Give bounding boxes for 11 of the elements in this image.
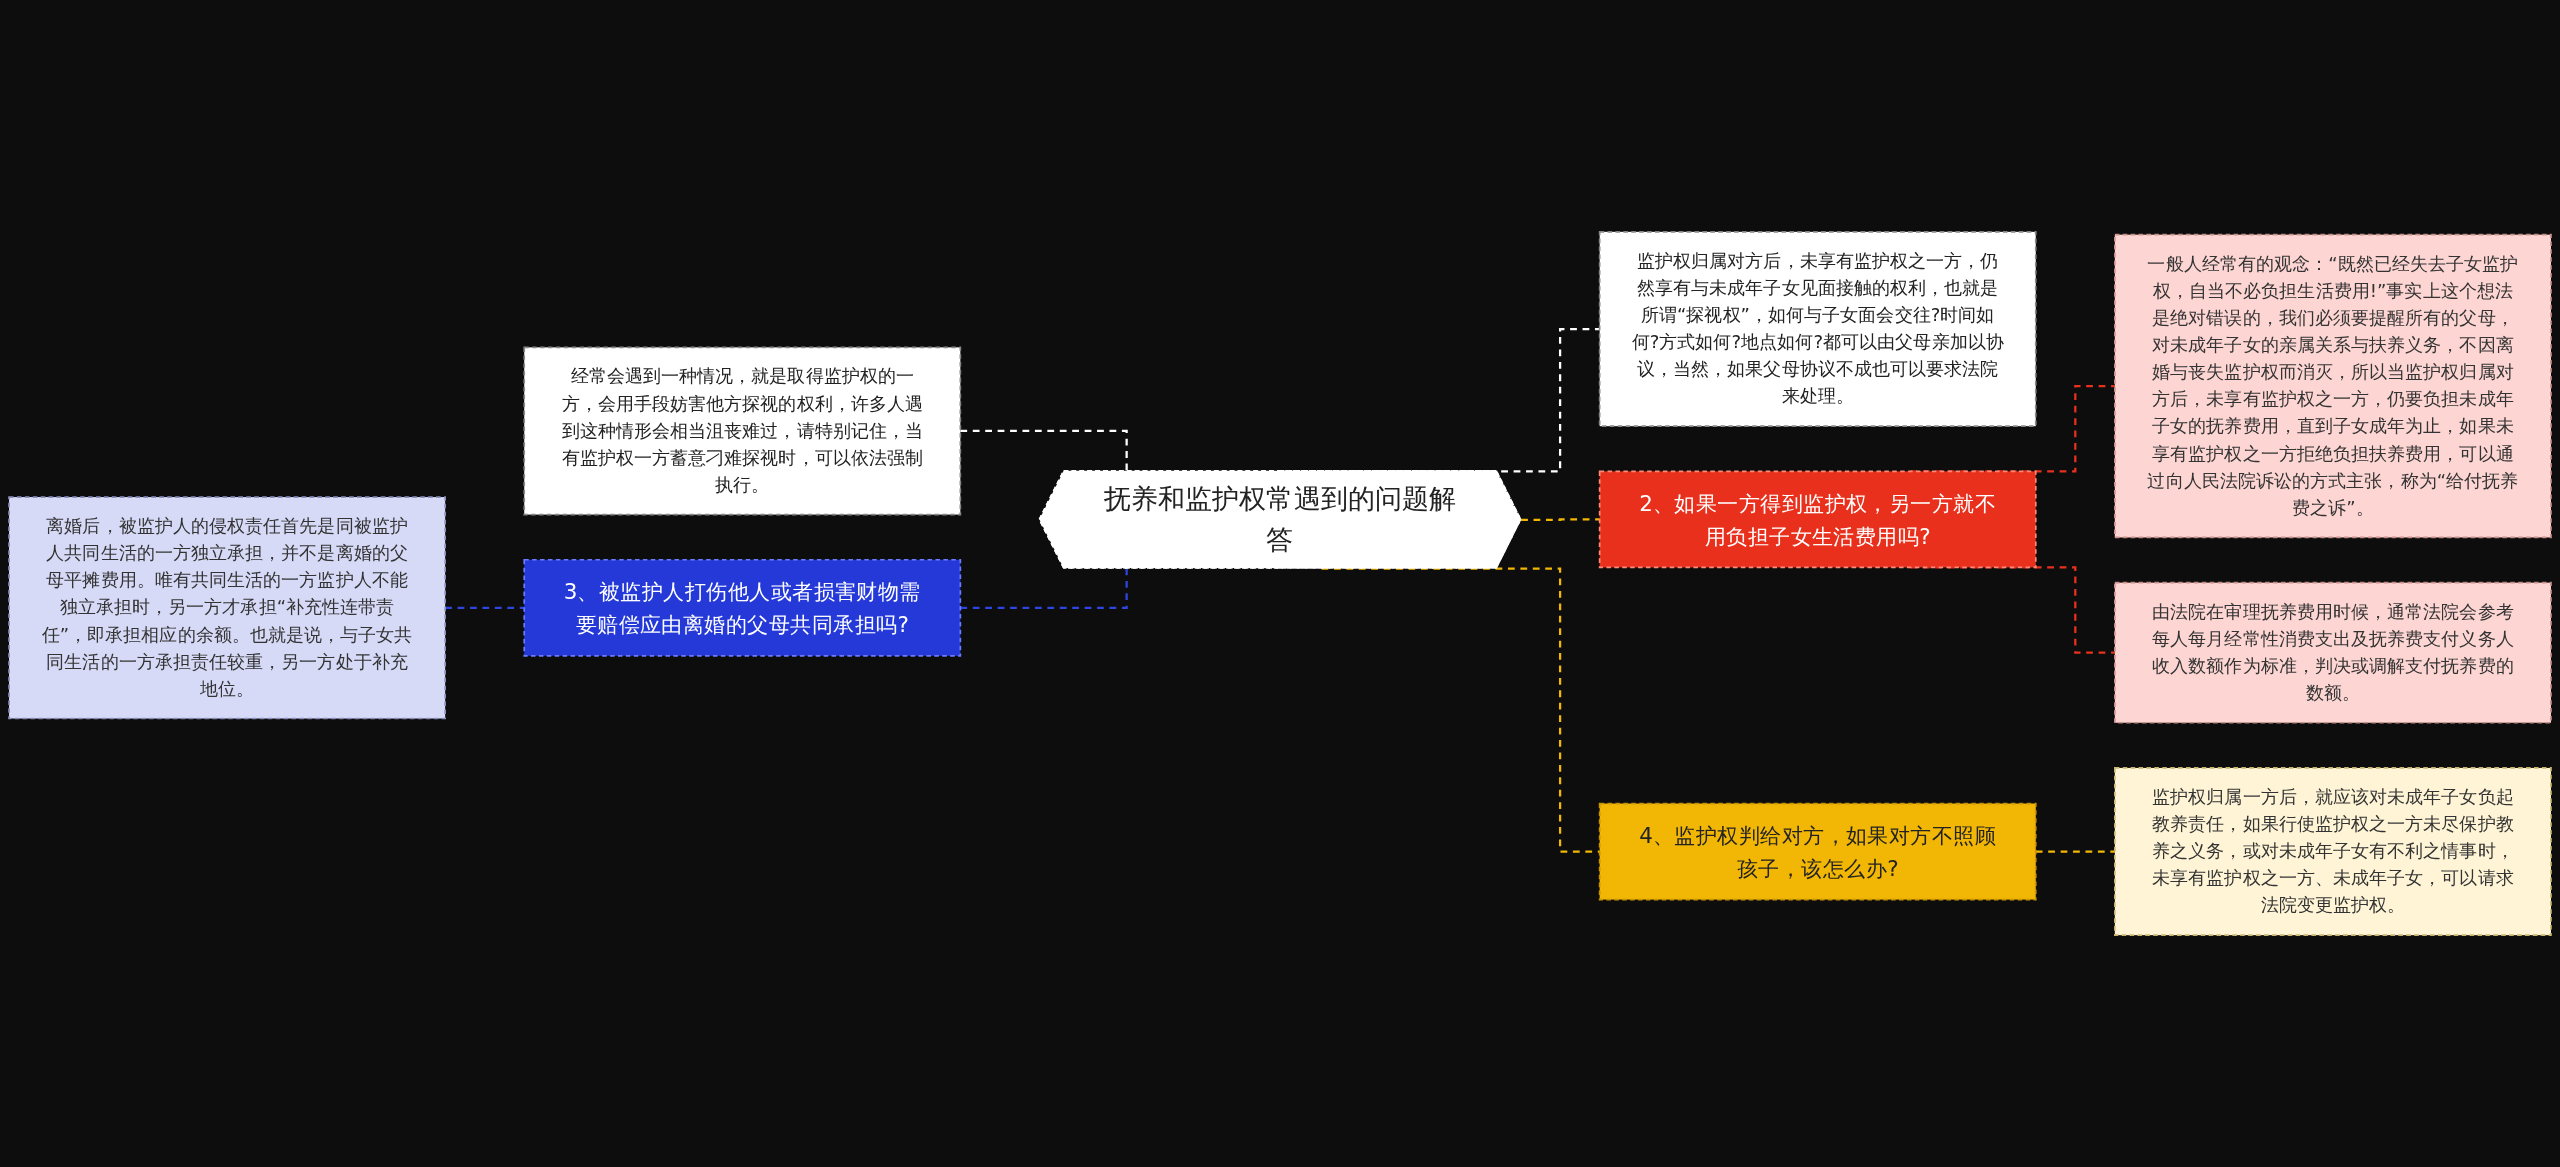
node-box: 3、被监护人打伤他人或者损害财物需要赔偿应由离婚的父母共同承担吗? bbox=[523, 558, 962, 657]
node-box: 监护权归属一方后，就应该对未成年子女负起教养责任，如果行使监护权之一方未尽保护教养之义务，或对未成年子女有不利之情事时，未享有监护权之一方、未成年子女，可以请求法院变更监护权。 bbox=[2114, 767, 2552, 936]
connector bbox=[960, 429, 1128, 472]
node-box: 一般人经常有的观念：“既然已经失去子女监护权，自当不必负担生活费用!”事实上这个想法是绝对错误的，我们必须要提醒所有的父母，对未成年子女的亲属关系与扶养义务，不因离婚与丧失监护权而消灭，所以当监护权归属对方后，未享有监护权之一方，仍要负担未成年子女的抚养费用，直到子女成年为止，如果未享有监护权之一方拒绝负担扶养费用，可以通过向人民法院诉讼的方式主张，称为“给付抚养费之诉”。 bbox=[2114, 233, 2552, 539]
node-box: 离婚后，被监护人的侵权责任首先是同被监护人共同生活的一方独立承担，并不是离婚的父母平摊费用。唯有共同生活的一方监护人不能独立承担时，另一方才承担“补充性连带责任”，即承担相应的余额。也就是说，与子女共同生活的一方承担责任较重，另一方处于补充地位。 bbox=[8, 496, 446, 720]
node-box: 经常会遇到一种情况，就是取得监护权的一方，会用手段妨害他方探视的权利，许多人遇到这种情形会相当沮丧难过，请特别记住，当有监护权一方蓄意刁难探视时，可以依法强制执行。 bbox=[523, 346, 962, 516]
connector bbox=[960, 568, 1128, 609]
node-box: 由法院在审理抚养费用时候，通常法院会参考每人每月经常性消费支出及抚养费支付义务人收入数额作为标准，判决或调解支付抚养费的数额。 bbox=[2114, 581, 2552, 724]
node-box: 4、监护权判给对方，如果对方不照顾孩子，该怎么办? bbox=[1598, 802, 2037, 901]
node-box: 监护权归属对方后，未享有监护权之一方，仍然享有与未成年子女见面接触的权利，也就是所谓“探视权”，如何与子女面会交往?时间如何?方式如何?地点如何?都可以由父母亲加以协议，当然，如果父母协议不成也可以要求法院来处理。 bbox=[1598, 231, 2037, 427]
node-box: 2、如果一方得到监护权，另一方就不用负担子女生活费用吗? bbox=[1598, 470, 2037, 569]
